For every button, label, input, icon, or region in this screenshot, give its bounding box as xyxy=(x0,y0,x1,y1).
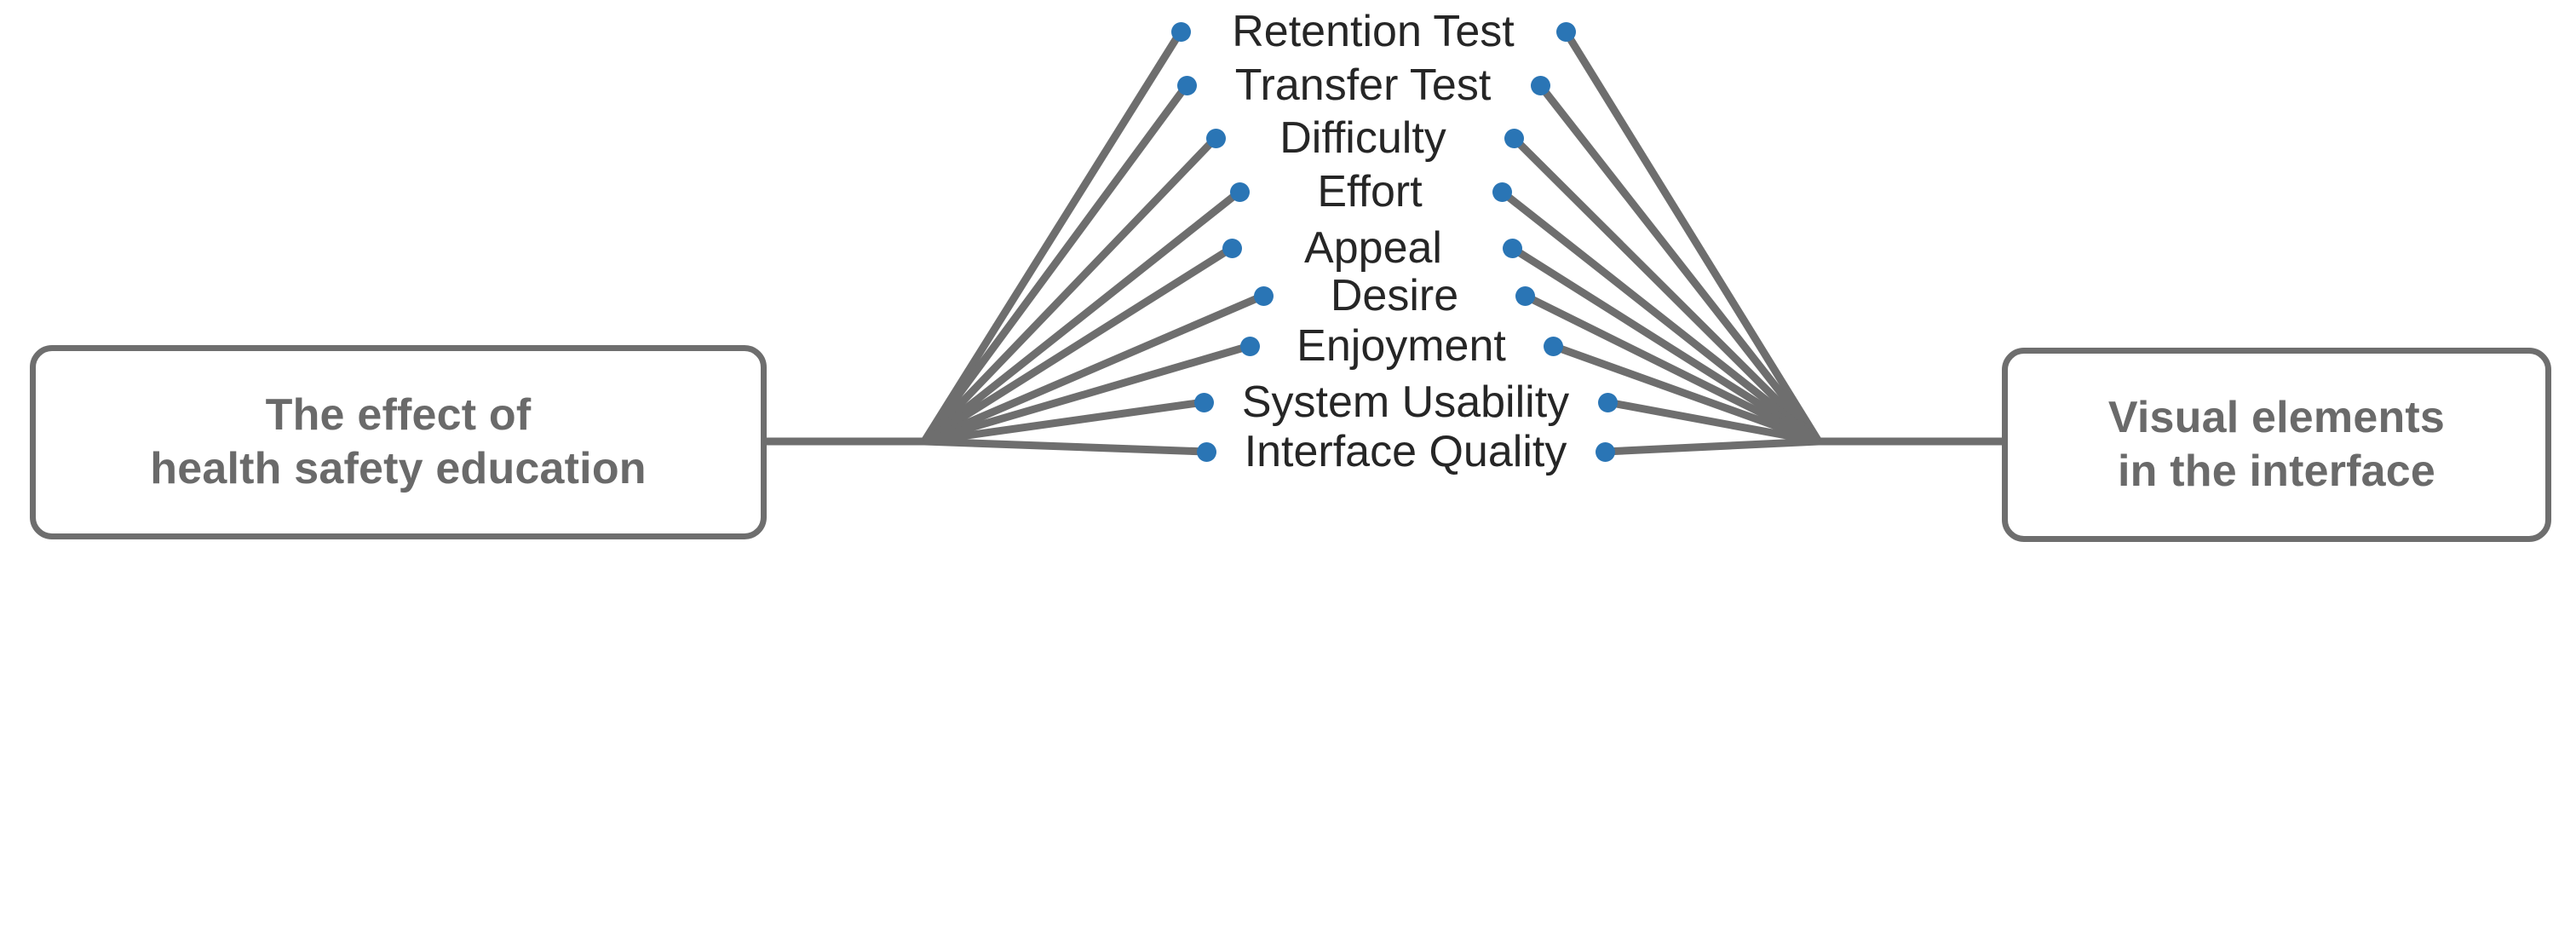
node-label-8[interactable]: System Usability xyxy=(1241,378,1570,427)
node-label-3[interactable]: Difficulty xyxy=(1279,113,1446,163)
connector-left-8 xyxy=(923,398,1205,446)
node-dot-right-5[interactable] xyxy=(1502,238,1522,258)
node-label-2[interactable]: Transfer Test xyxy=(1234,61,1492,110)
node-label-5[interactable]: Appeal xyxy=(1304,223,1442,273)
left-box-line2: health safety education xyxy=(150,444,647,493)
connector-left-9 xyxy=(923,437,1207,456)
node-label-7[interactable]: Enjoyment xyxy=(1297,321,1506,371)
node-label-4[interactable]: Effort xyxy=(1317,167,1423,216)
connector-left-7 xyxy=(923,342,1251,446)
node-dot-right-9[interactable] xyxy=(1595,441,1615,462)
node-dot-right-7[interactable] xyxy=(1543,336,1563,356)
connector-right-6 xyxy=(1523,291,1820,446)
node-dot-right-8[interactable] xyxy=(1597,392,1618,412)
node-dot-left-8[interactable] xyxy=(1193,392,1214,412)
left-box-line1: The effect of xyxy=(265,389,532,440)
right-box-text: Visual elements in the interface xyxy=(2108,391,2445,499)
connector-left-3 xyxy=(921,135,1219,445)
right-box-line1: Visual elements xyxy=(2107,392,2446,442)
left-concept-box[interactable]: The effect of health safety education xyxy=(30,345,767,539)
node-dot-right-2[interactable] xyxy=(1530,75,1550,95)
node-dot-right-4[interactable] xyxy=(1492,182,1512,202)
connector-left-6 xyxy=(923,291,1265,446)
connector-right-7 xyxy=(1551,342,1820,446)
connector-left-2 xyxy=(921,83,1190,444)
node-dot-right-6[interactable] xyxy=(1515,285,1535,306)
node-dot-left-4[interactable] xyxy=(1229,182,1250,202)
node-dot-left-2[interactable] xyxy=(1176,75,1197,95)
right-box-line2: in the interface xyxy=(2117,447,2436,496)
node-dot-left-7[interactable] xyxy=(1239,336,1260,356)
node-dot-left-3[interactable] xyxy=(1205,128,1226,148)
connector-right-5 xyxy=(1509,245,1821,445)
node-dot-right-3[interactable] xyxy=(1504,128,1524,148)
connector-right-1 xyxy=(1562,29,1822,444)
connector-right-4 xyxy=(1499,188,1821,445)
node-dot-left-6[interactable] xyxy=(1253,285,1274,306)
node-label-6[interactable]: Desire xyxy=(1330,271,1459,320)
node-dot-left-9[interactable] xyxy=(1196,441,1216,462)
left-box-text: The effect of health safety education xyxy=(150,389,647,497)
node-label-1[interactable]: Retention Test xyxy=(1232,7,1515,56)
connector-right-9 xyxy=(1604,437,1820,456)
connector-left-1 xyxy=(921,29,1184,444)
connector-right-8 xyxy=(1607,398,1820,446)
node-dot-left-5[interactable] xyxy=(1222,238,1242,258)
connector-right-2 xyxy=(1537,83,1822,444)
node-dot-left-1[interactable] xyxy=(1170,21,1191,42)
node-label-9[interactable]: Interface Quality xyxy=(1244,427,1567,476)
right-concept-box[interactable]: Visual elements in the interface xyxy=(2002,348,2551,542)
connector-left-4 xyxy=(922,188,1242,445)
connector-left-5 xyxy=(922,245,1234,445)
connector-right-3 xyxy=(1510,135,1822,445)
node-dot-right-1[interactable] xyxy=(1555,21,1576,42)
